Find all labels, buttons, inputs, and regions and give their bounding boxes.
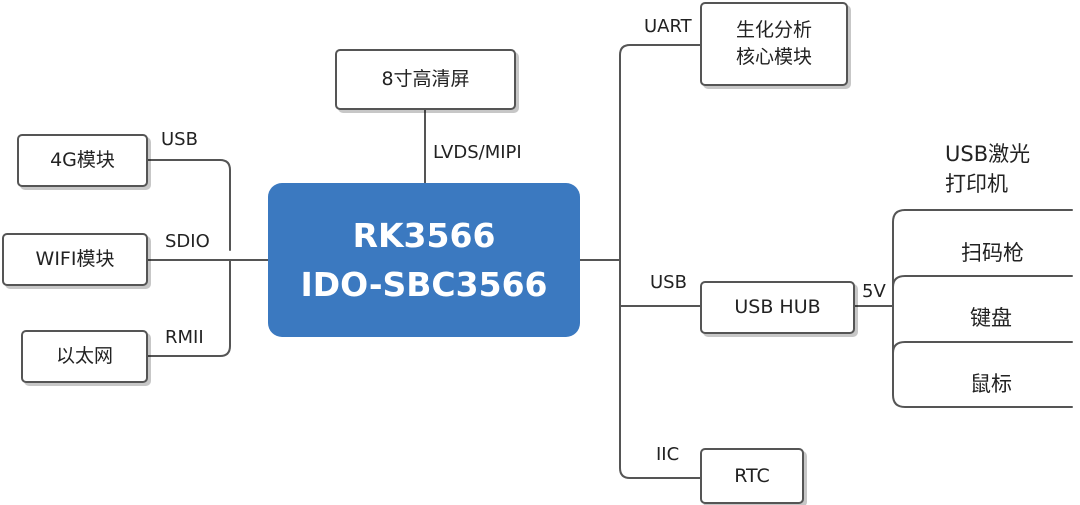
bus-label-iic: IIC xyxy=(656,444,680,465)
core-processor: RK3566 IDO-SBC3566 xyxy=(268,183,580,337)
module-4g-label: 4G模块 xyxy=(50,149,115,172)
rtc-label: RTC xyxy=(734,464,770,487)
core-line-2: IDO-SBC3566 xyxy=(300,265,548,304)
bio-analysis-label: 生化分析 核心模块 xyxy=(735,19,812,68)
bus-label-uart: UART xyxy=(644,16,692,37)
wire-scanner xyxy=(892,275,1073,288)
module-wifi: WIFI模块 xyxy=(2,233,148,286)
device-keyboard: 键盘 xyxy=(970,306,1012,330)
wire-4g xyxy=(147,159,231,251)
usb-hub-box: USB HUB xyxy=(700,281,855,334)
core-line-1: RK3566 xyxy=(352,215,496,255)
bio-analysis-module: 生化分析 核心模块 xyxy=(700,2,848,86)
device-mouse: 鼠标 xyxy=(970,372,1012,396)
device-barcode-scanner: 扫码枪 xyxy=(961,241,1024,265)
wire-ethernet xyxy=(147,259,231,357)
bus-label-usb-left: USB xyxy=(161,129,198,150)
wire-hub-bracket xyxy=(892,209,1073,408)
rtc-box: RTC xyxy=(700,448,804,504)
wire-keyboard xyxy=(892,341,1073,354)
module-4g: 4G模块 xyxy=(17,134,148,187)
wire-uart xyxy=(619,44,701,479)
bus-label-rmii: RMII xyxy=(165,327,204,348)
device-laser-printer: USB激光 打印机 xyxy=(945,142,1031,197)
bus-label-sdio: SDIO xyxy=(165,231,210,252)
module-ethernet: 以太网 xyxy=(21,330,148,383)
usb-hub-label: USB HUB xyxy=(734,296,821,319)
hub-power-label: 5V xyxy=(862,281,886,302)
module-wifi-label: WIFI模块 xyxy=(35,248,115,271)
module-ethernet-label: 以太网 xyxy=(55,345,113,368)
bus-label-usb-right: USB xyxy=(650,272,687,293)
display-box: 8寸高清屏 xyxy=(335,49,516,110)
display-label: 8寸高清屏 xyxy=(381,68,470,91)
bus-label-lvds-mipi: LVDS/MIPI xyxy=(433,142,522,163)
